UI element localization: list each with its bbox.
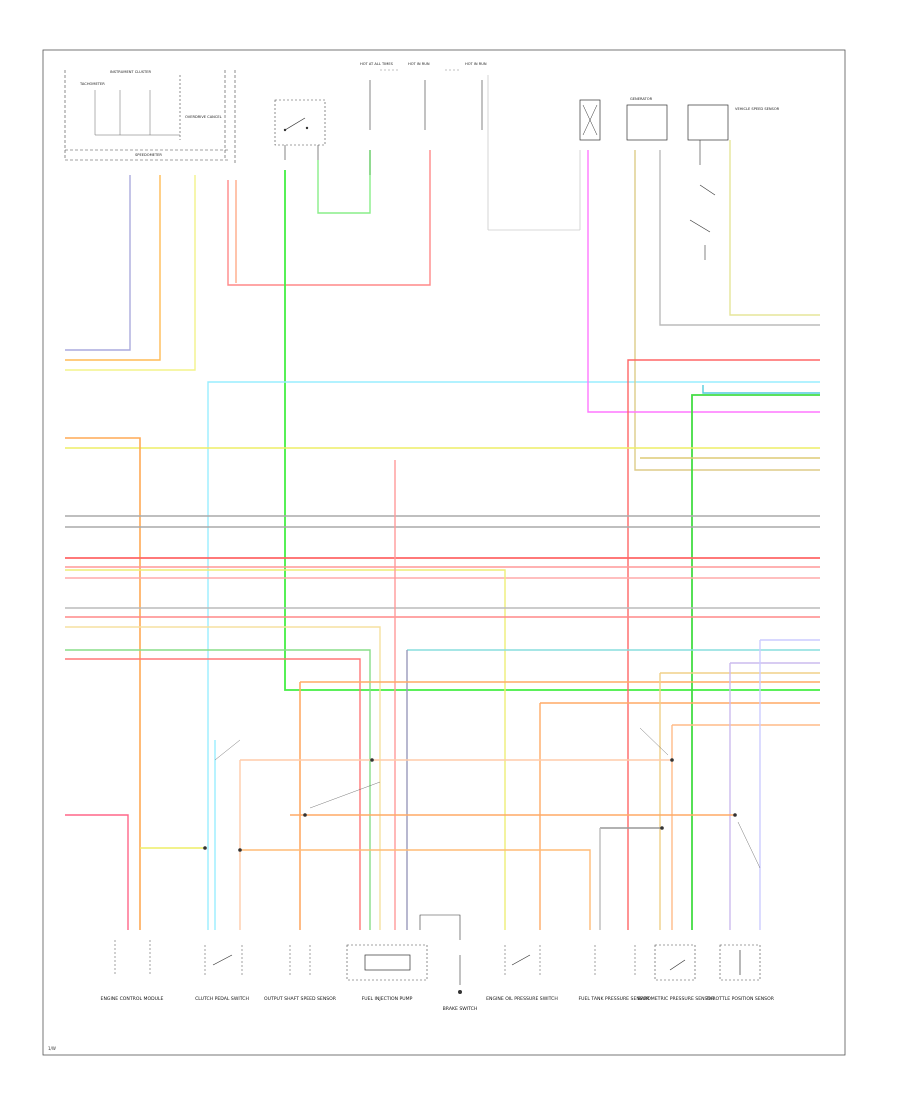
- barometric-pressure-sensor: BAROMETRIC PRESSURE SENSOR: [638, 944, 715, 1002]
- generator: GENERATOR: [626, 97, 668, 141]
- overdrive-cancel-label: OVERDRIVE CANCEL: [185, 115, 222, 119]
- hot-in-run-label-2: HOT IN RUN: [465, 62, 487, 66]
- engine-control-module-label: ENGINE CONTROL MODULE: [101, 996, 164, 1002]
- note-leaders: [214, 727, 761, 869]
- diagram-frame: [42, 49, 846, 1056]
- tachometer-label: TACHOMETER: [79, 82, 105, 86]
- fuel-tank-pressure-sensor-label: FUEL TANK PRESSURE SENSOR: [578, 996, 650, 1002]
- engine-oil-pressure-switch: ENGINE OIL PRESSURE SWITCH: [486, 945, 558, 1002]
- throttle-position-sensor-label: THROTTLE POSITION SENSOR: [705, 996, 775, 1002]
- clutch-pedal-switch: CLUTCH PEDAL SWITCH: [195, 945, 249, 1002]
- wire-harness: [65, 140, 820, 930]
- pcm-power-relay: [579, 99, 601, 141]
- speedometer-label: SPEEDOMETER: [135, 153, 162, 157]
- overdrive-switch-assembly: [274, 99, 326, 160]
- diagram-code: 1/W: [48, 1046, 56, 1051]
- instrument-cluster: INSTRUMENT CLUSTER TACHOMETER SPEEDOMETE…: [64, 70, 236, 165]
- fuel-injection-pump: FUEL INJECTION PUMP: [346, 944, 428, 1002]
- engine-oil-pressure-switch-label: ENGINE OIL PRESSURE SWITCH: [486, 996, 558, 1002]
- hot-at-all-times-label: HOT AT ALL TIMES: [360, 62, 394, 66]
- brake-switch: BRAKE SWITCH: [419, 914, 478, 1012]
- vehicle-speed-sensor: VEHICLE SPEED SENSOR: [687, 104, 780, 260]
- fuel-injection-pump-label: FUEL INJECTION PUMP: [362, 996, 413, 1002]
- engine-control-module: ENGINE CONTROL MODULE: [101, 940, 164, 1002]
- output-shaft-speed-sensor: OUTPUT SHAFT SPEED SENSOR: [264, 945, 337, 1002]
- barometric-pressure-sensor-label: BAROMETRIC PRESSURE SENSOR: [638, 996, 715, 1002]
- fuse-group: HOT AT ALL TIMES HOT IN RUN HOT IN RUN: [360, 62, 581, 231]
- fuel-tank-pressure-sensor: FUEL TANK PRESSURE SENSOR: [578, 945, 650, 1002]
- clutch-pedal-switch-label: CLUTCH PEDAL SWITCH: [195, 996, 249, 1002]
- output-shaft-speed-sensor-label: OUTPUT SHAFT SPEED SENSOR: [264, 996, 337, 1002]
- instrument-cluster-label: INSTRUMENT CLUSTER: [110, 70, 151, 74]
- hot-in-run-label-1: HOT IN RUN: [408, 62, 430, 66]
- vehicle-speed-sensor-label: VEHICLE SPEED SENSOR: [735, 107, 780, 111]
- throttle-position-sensor: THROTTLE POSITION SENSOR: [705, 944, 775, 1002]
- generator-label: GENERATOR: [630, 97, 653, 101]
- splice-points: [203, 758, 737, 852]
- brake-switch-label: BRAKE SWITCH: [443, 1006, 478, 1012]
